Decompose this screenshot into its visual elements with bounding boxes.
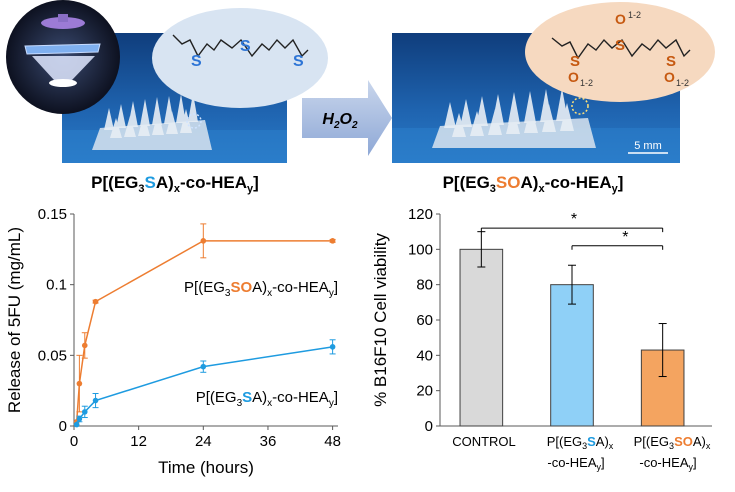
right-oxygen-2: O [615, 11, 626, 27]
left-sulfur-3: S [293, 53, 304, 70]
bar-chart-y-tick-label: 0 [425, 418, 433, 435]
line-chart-x-tick-label: 36 [260, 433, 277, 450]
printer-beam [32, 56, 95, 80]
scale-bar-label: 5 mm [634, 140, 662, 152]
data-point-orange [92, 298, 99, 305]
reaction-reagent: H2O2 [322, 111, 358, 131]
bar-chart-bars [459, 231, 685, 427]
bar-chart-y-tick-label: 80 [416, 277, 433, 294]
bar-category-control: CONTROL [452, 434, 516, 449]
printer-lamp [49, 79, 77, 87]
bar-chart-y-tick-label: 100 [408, 241, 433, 258]
bar-chart-y-tick-label: 20 [416, 383, 433, 400]
line-chart-x-tick-label: 12 [130, 433, 147, 450]
line-chart-y-tick-label: 0.15 [38, 206, 67, 223]
right-molecule-chain [551, 37, 691, 60]
line-chart-y-tick-label: 0.05 [38, 347, 67, 364]
line-chart-y-tick-label: 0.1 [46, 277, 67, 294]
data-point-orange [200, 238, 207, 244]
data-point-orange [81, 342, 88, 349]
bar-chart-significance: ** [480, 211, 664, 250]
printer-top-stem [58, 14, 68, 22]
line-chart-x-label: Time (hours) [158, 458, 254, 477]
bar-0 [459, 248, 504, 427]
right-sulfur-1: S [570, 53, 580, 70]
bar-chart-y-tick-label: 60 [416, 312, 433, 329]
line-chart-y-tick-label: 0 [59, 418, 67, 435]
release-line-chart: 0 12 24 36 48 0 0.05 0.1 0.15 Time (hours) Relea… [5, 206, 341, 477]
data-point-blue [76, 416, 83, 422]
data-point-blue [329, 344, 336, 350]
right-zoom-circle [571, 97, 589, 115]
left-sulfur-2: S [240, 38, 251, 55]
line-chart-x-tick-label: 0 [70, 433, 78, 450]
right-microneedles [444, 88, 574, 137]
reaction-arrow-shape [302, 80, 392, 156]
bar-1 [550, 284, 594, 427]
data-point-blue [73, 421, 80, 428]
line-chart-ticks: 0 12 24 36 48 0 0.05 0.1 0.15 [38, 206, 341, 450]
bar-chart-ticks: 0 20 40 60 80 100 120 [408, 206, 440, 435]
printer-plate [24, 43, 101, 55]
blue-series-label: P[(EG3SA)x-co-HEAy] [196, 389, 338, 409]
left-photo-panel: S S S P[(EG3SA)x-co-HEAy] [6, 0, 328, 195]
left-polymer-label: P[(EG3SA)x-co-HEAy] [91, 173, 259, 195]
line-chart-series [73, 223, 336, 428]
orange-series-label: P[(EG3SOA)x-co-HEAy] [184, 279, 338, 299]
left-zoom-circle [186, 113, 202, 129]
bar-category-orange-line2: -co-HEAy] [639, 455, 696, 472]
bar-chart-y-label: % B16F10 Cell viability [371, 233, 390, 407]
left-sulfur-1: S [191, 53, 202, 70]
bar-category-blue-line2: -co-HEAy] [547, 455, 604, 472]
data-point-blue [200, 363, 207, 370]
data-point-blue [81, 409, 88, 415]
right-sub-1: 1-2 [580, 78, 593, 88]
left-microneedles [104, 93, 198, 138]
left-molecule-chain [172, 34, 309, 58]
bar-chart-y-tick-label: 120 [408, 206, 433, 223]
right-oxygen-3: O [664, 69, 675, 85]
left-molecule-bubble [152, 8, 328, 108]
bar-category-orange-line1: P[(EG3SOA)x [634, 434, 711, 451]
data-point-orange [329, 238, 336, 244]
right-polymer-label: P[(EG3SOA)x-co-HEAy] [443, 173, 624, 195]
significance-star: * [571, 211, 577, 228]
printer-top-light [41, 17, 85, 29]
significance-star: * [622, 229, 628, 246]
line-chart-x-tick-label: 24 [195, 433, 212, 450]
series-line-blue [76, 346, 333, 425]
data-point-blue [92, 397, 99, 404]
bar-category-blue-line1: P[(EG3SA)x [547, 434, 614, 451]
right-molecule-bubble [525, 2, 715, 102]
reaction-arrow: H2O2 [302, 80, 392, 156]
data-point-orange [76, 380, 83, 387]
bar-chart-y-tick-label: 40 [416, 347, 433, 364]
right-sup-2: 1-2 [628, 10, 641, 20]
right-sulfur-2: S [615, 37, 625, 54]
right-sulfur-3: S [666, 53, 676, 70]
line-chart-y-label: Release of 5FU (mg/mL) [5, 227, 24, 413]
right-oxygen-1: O [568, 69, 579, 85]
right-photo-panel: 5 mm S O 1-2 S O 1-2 S O 1-2 P[(EG3SOA)x… [392, 2, 715, 195]
right-sub-3: 1-2 [676, 78, 689, 88]
line-chart-x-tick-label: 48 [324, 433, 341, 450]
